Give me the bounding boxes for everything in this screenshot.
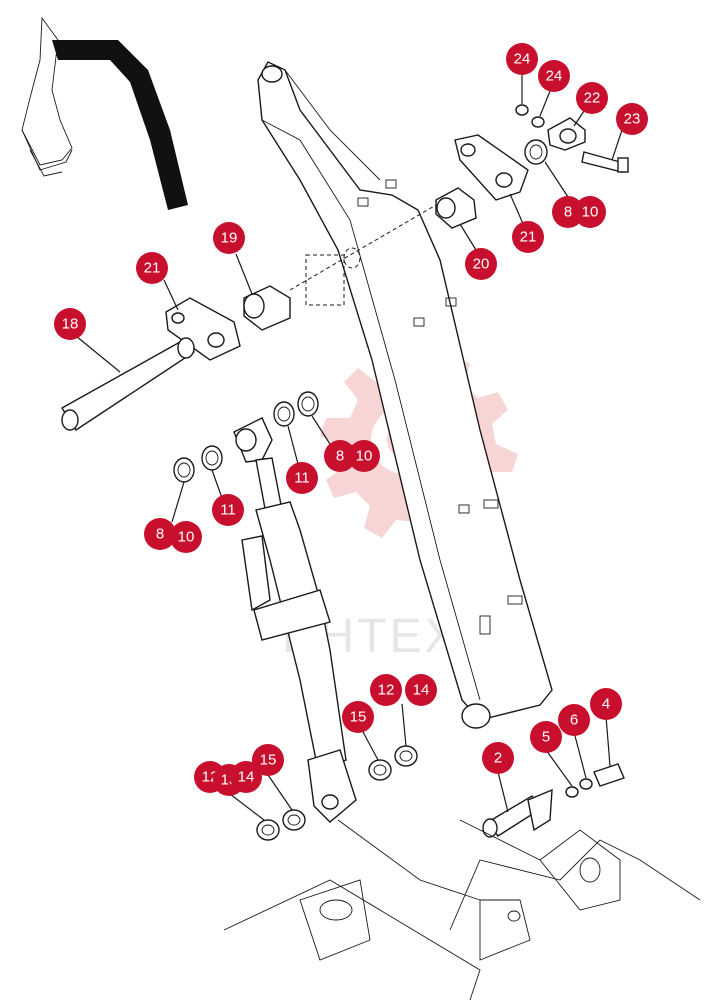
callout-2: 2 [482, 742, 514, 774]
callout-label: 8 [156, 526, 164, 543]
callout-label: 14 [238, 769, 255, 786]
callout-circle [230, 761, 262, 793]
callout-circle [405, 674, 437, 706]
callout-circle [370, 674, 402, 706]
callout-15b: 15 [252, 744, 284, 776]
callout-label: 18 [62, 316, 79, 333]
cylinder-mount-dashed [305, 254, 345, 306]
callout-21a: 21 [512, 221, 544, 253]
callout-label: 6 [570, 712, 578, 729]
pin-hole-dashed [343, 247, 361, 269]
callout-label: 11 [294, 470, 310, 487]
callout-circle [144, 518, 176, 550]
callout-5: 5 [530, 721, 562, 753]
excavator-arm-thumbnail [21, 16, 188, 210]
callout-12a: 12 [370, 674, 402, 706]
callout-label: 22 [584, 90, 601, 107]
callout-label: 10 [582, 204, 599, 221]
pin-axis-dashed-line [289, 204, 437, 291]
callout-circle [574, 196, 606, 228]
callout-circle [348, 440, 380, 472]
callout-label: 24 [546, 68, 563, 85]
callout-label: 20 [473, 256, 490, 273]
callout-8c: 8 [144, 518, 176, 550]
callout-8a: 8 [552, 196, 584, 228]
callout-14a: 14 [405, 674, 437, 706]
callout-circle [170, 521, 202, 553]
callout-circle [590, 688, 622, 720]
callout-circle [552, 196, 584, 228]
callout-24a: 24 [506, 43, 538, 75]
callout-22: 22 [576, 82, 608, 114]
callout-label: 11 [220, 502, 236, 519]
callout-23: 23 [616, 103, 648, 135]
callout-label: 8 [564, 204, 572, 221]
callout-circle [558, 704, 590, 736]
callout-label: 5 [542, 729, 550, 746]
callout-label: 24 [514, 51, 531, 68]
hydraulic-cylinder [233, 417, 357, 823]
callout-11a: 11 [286, 462, 318, 494]
callout-label: 12 [378, 682, 395, 699]
callout-label: 15 [260, 752, 277, 769]
callout-10a: 10 [574, 196, 606, 228]
callout-circle [530, 721, 562, 753]
callout-19: 19 [213, 222, 245, 254]
callout-circle [512, 221, 544, 253]
callout-label: 10 [356, 448, 373, 465]
callout-circle [54, 308, 86, 340]
callout-label: 21 [520, 229, 537, 246]
callout-circle [616, 103, 648, 135]
seals-and-washers [173, 391, 319, 483]
callout-label: 19 [221, 230, 238, 247]
callout-14b: 14 [230, 761, 262, 793]
callout-label: 4 [602, 696, 610, 713]
callout-6: 6 [558, 704, 590, 736]
callout-4: 4 [590, 688, 622, 720]
callout-circle [212, 494, 244, 526]
callout-15a: 15 [342, 701, 374, 733]
base-frame [223, 819, 701, 1000]
callout-10c: 10 [170, 521, 202, 553]
callout-label: 23 [624, 111, 641, 128]
callout-20: 20 [465, 248, 497, 280]
callout-label: 15 [350, 709, 367, 726]
callout-label: 10 [178, 529, 195, 546]
callout-circle [538, 60, 570, 92]
callout-18: 18 [54, 308, 86, 340]
callout-label: 2 [494, 750, 502, 767]
lower-pin-assembly [482, 763, 625, 838]
callout-label: 8 [336, 448, 344, 465]
callout-circle [213, 222, 245, 254]
callout-8b: 8 [324, 440, 356, 472]
callout-circle [286, 462, 318, 494]
callout-label: 21 [144, 260, 161, 277]
callout-circle [506, 43, 538, 75]
callout-21b: 21 [136, 252, 168, 284]
leader-lines [75, 70, 623, 821]
callout-circle [136, 252, 168, 284]
callout-circle [482, 742, 514, 774]
callouts: 24 24 22 23 8 10 21 20 19 21 18 8 10 11 11 8 10 12 14 15 4 6 5… [54, 43, 648, 796]
callout-circle [465, 248, 497, 280]
callout-circle [252, 744, 284, 776]
callout-10b: 10 [348, 440, 380, 472]
lower-seals [256, 745, 418, 841]
callout-circle [324, 440, 356, 472]
callout-label: 14 [413, 682, 430, 699]
callout-circle [576, 82, 608, 114]
left-pin-assembly [61, 285, 291, 431]
upper-pin-assembly [435, 104, 629, 229]
callout-circle [342, 701, 374, 733]
callout-24b: 24 [538, 60, 570, 92]
callout-11b: 11 [212, 494, 244, 526]
